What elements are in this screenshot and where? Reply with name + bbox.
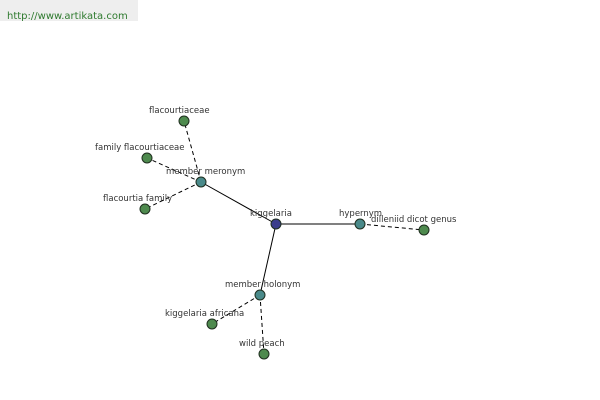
node-label-kiggelaria-africana[interactable]: kiggelaria africana: [165, 309, 244, 319]
node-label-hypernym[interactable]: hypernym: [339, 209, 382, 219]
node-kiggelaria[interactable]: [270, 218, 282, 230]
node-label-member-meronym[interactable]: member meronym: [166, 167, 245, 177]
edge-hypernym-to-dilleniid-dicot-genus: [359, 223, 425, 231]
edge-member-holonym-to-wild-peach: [259, 294, 265, 355]
node-flacourtia-family[interactable]: [139, 203, 151, 215]
node-hypernym[interactable]: [354, 218, 366, 230]
node-family-flacourtiaceae[interactable]: [141, 152, 153, 164]
edges-layer: [144, 120, 425, 355]
site-url-link[interactable]: http://www.artikata.com: [7, 11, 128, 22]
node-label-family-flacourtiaceae[interactable]: family flacourtiaceae: [95, 143, 185, 153]
node-member-holonym[interactable]: [254, 289, 266, 301]
url-bar: http://www.artikata.com: [0, 0, 138, 22]
node-label-flacourtiaceae[interactable]: flacourtiaceae: [149, 106, 210, 116]
node-kiggelaria-africana[interactable]: [206, 318, 218, 330]
node-label-member-holonym[interactable]: member holonym: [225, 280, 300, 290]
node-dilleniid-dicot-genus[interactable]: [418, 224, 430, 236]
node-label-dilleniid-dicot-genus[interactable]: dilleniid dicot genus: [371, 215, 457, 225]
node-wild-peach[interactable]: [258, 348, 270, 360]
edge-member-meronym-to-family-flacourtiaceae: [146, 157, 202, 183]
labels-layer: kiggelaria member meronym hypernym member h…: [95, 106, 457, 349]
node-member-meronym[interactable]: [195, 176, 207, 188]
node-label-wild-peach[interactable]: wild peach: [239, 339, 285, 349]
edge-member-meronym-to-flacourtia-family: [144, 181, 202, 210]
node-flacourtiaceae[interactable]: [178, 115, 190, 127]
edge-member-holonym-to-kiggelaria-africana: [211, 294, 261, 325]
node-label-flacourtia-family[interactable]: flacourtia family: [103, 194, 172, 204]
node-label-kiggelaria[interactable]: kiggelaria: [250, 209, 292, 219]
edge-kiggelaria-to-member-meronym: [200, 181, 277, 225]
nodes-layer: [139, 115, 430, 360]
edge-kiggelaria-to-member-holonym: [259, 223, 277, 296]
edge-member-meronym-to-flacourtiaceae: [183, 120, 202, 183]
